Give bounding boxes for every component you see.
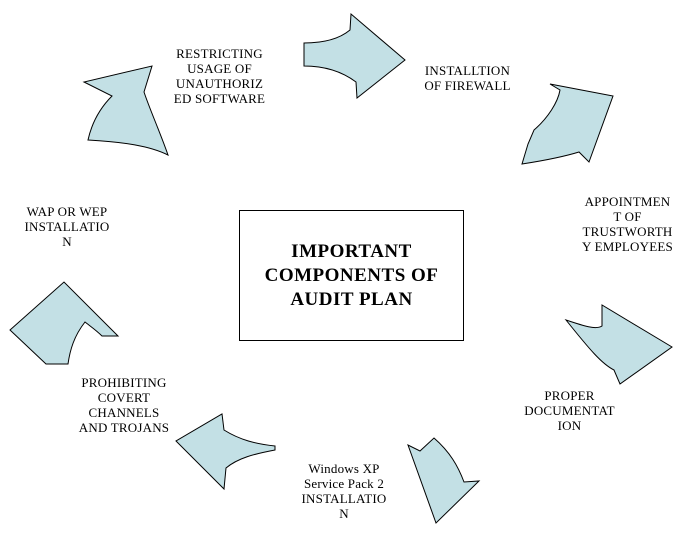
step-label-wap-wep: WAP OR WEP INSTALLATIO N <box>24 204 110 249</box>
arrow-right <box>564 304 673 385</box>
arrow-bottom-left <box>175 413 276 491</box>
center-title: IMPORTANT COMPONENTS OF AUDIT PLAN <box>264 240 439 310</box>
step-label-trustworthy-employees: APPOINTMEN T OF TRUSTWORTH Y EMPLOYEES <box>582 194 673 254</box>
center-box: IMPORTANT COMPONENTS OF AUDIT PLAN <box>239 210 464 341</box>
arrow-top <box>303 12 406 99</box>
arrow-upper-left <box>82 65 169 156</box>
step-label-firewall: INSTALLTION OF FIREWALL <box>424 63 511 93</box>
arrow-left <box>9 281 120 365</box>
arrow-upper-right <box>521 83 614 165</box>
step-label-documentation: PROPER DOCUMENTAT ION <box>524 388 615 433</box>
step-label-prohibiting-covert-channels: PROHIBITING COVERT CHANNELS AND TROJANS <box>78 375 170 435</box>
step-label-windows-xp-sp2: Windows XP Service Pack 2 INSTALLATIO N <box>301 461 387 521</box>
arrow-bottom-right <box>407 437 481 524</box>
step-label-restricting-software: RESTRICTING USAGE OF UNAUTHORIZ ED SOFTW… <box>173 46 266 106</box>
